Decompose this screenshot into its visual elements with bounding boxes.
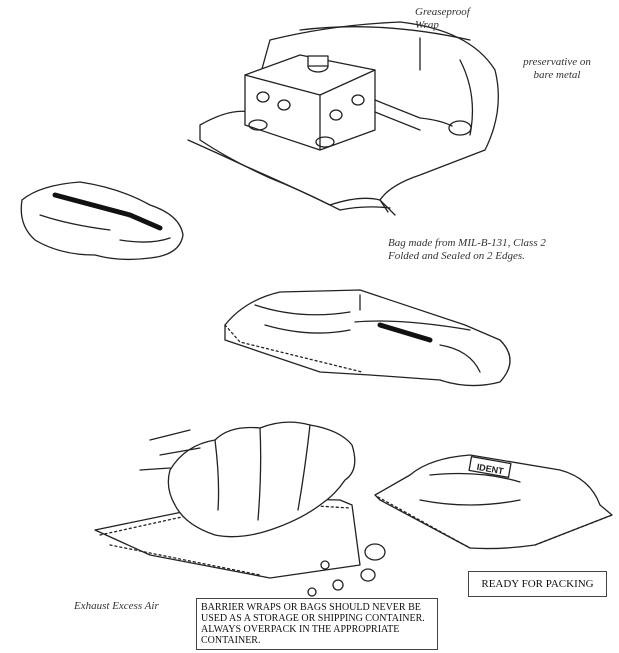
metal-part-block [245, 55, 471, 150]
hand-pressing-bag [95, 422, 385, 596]
warning-line-4: CONTAINER. [201, 635, 433, 646]
warning-line-3: ALWAYS OVERPACK IN THE APPROPRIATE [201, 624, 433, 635]
preservative-line-2: bare metal [534, 69, 581, 81]
warning-note-box: BARRIER WRAPS OR BAGS SHOULD NEVER BE US… [196, 598, 438, 650]
ready-for-packing-box: READY FOR PACKING [468, 571, 607, 597]
bag-material-label: Bag made from MIL-B-131, Class 2 Folded … [388, 237, 608, 263]
warning-line-1: BARRIER WRAPS OR BAGS SHOULD NEVER BE [201, 602, 433, 613]
exhaust-air-label: Exhaust Excess Air [74, 600, 159, 613]
preservative-label: preservative on bare metal [502, 56, 612, 82]
bag-line-2: Folded and Sealed on 2 Edges. [388, 250, 525, 262]
barrier-bag-open [225, 290, 510, 386]
preservative-line-1: preservative on [523, 56, 591, 68]
greaseproof-line-1: Greaseproof [415, 6, 470, 18]
warning-line-2: USED AS A STORAGE OR SHIPPING CONTAINER. [201, 613, 433, 624]
greaseproof-line-2: Wrap [415, 19, 439, 31]
wrapped-part-bundle [21, 182, 183, 259]
greaseproof-wrap-label: Greaseproof Wrap [415, 6, 485, 32]
bag-line-1: Bag made from MIL-B-131, Class 2 [388, 237, 546, 249]
